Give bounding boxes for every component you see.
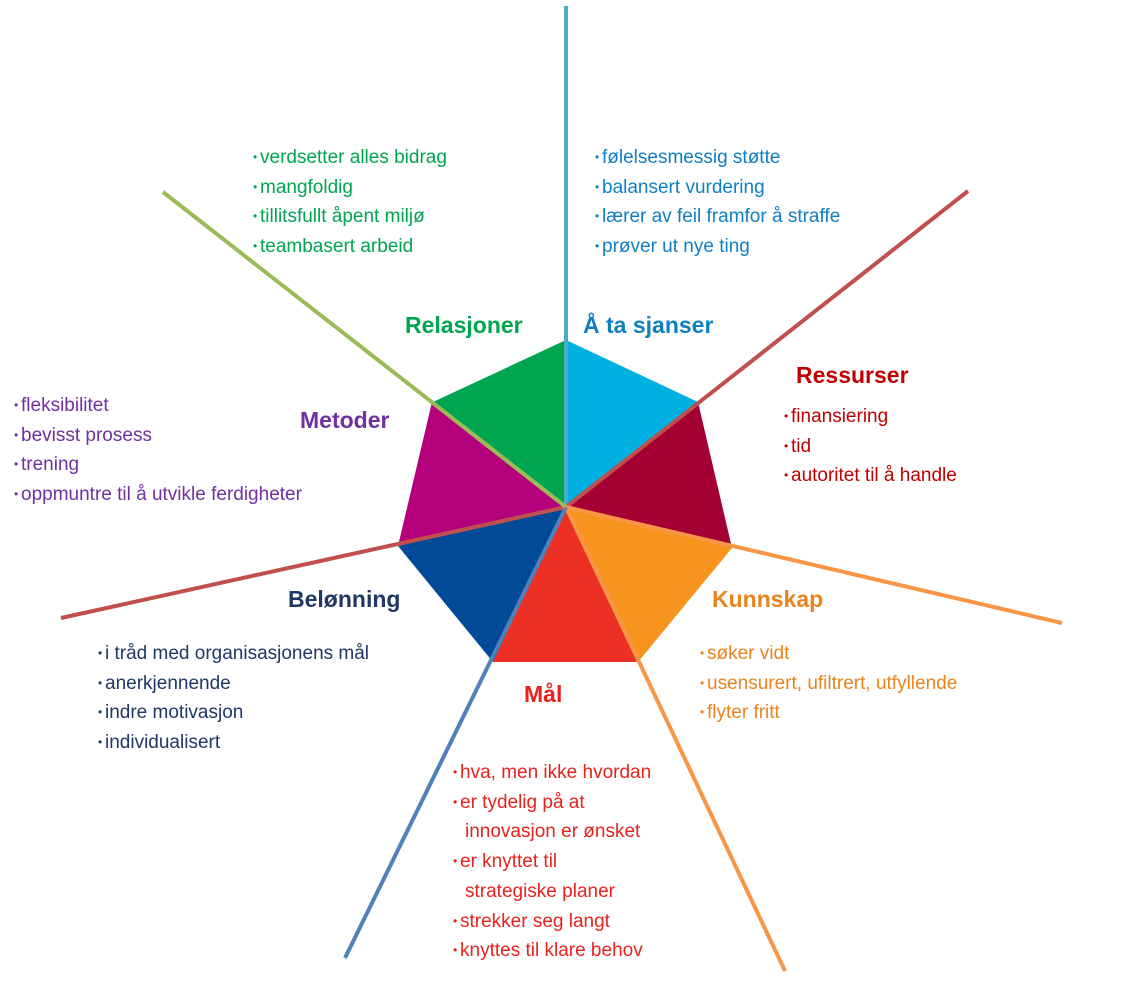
list-item: er knyttet til (453, 847, 651, 877)
wedge-metoder (398, 402, 566, 546)
spoke-mal-belonning (343, 506, 568, 959)
spoke-kunnskap-mal (564, 506, 787, 972)
list-item: teambasert arbeid (253, 232, 447, 262)
list-item: er tydelig på at (453, 788, 651, 818)
list-item: tid (784, 432, 957, 462)
list-a-ta-sjanser: følelsesmessig støtte balansert vurderin… (595, 143, 840, 262)
list-item: individualisert (98, 728, 369, 758)
list-item-continuation: innovasjon er ønsket (465, 821, 641, 843)
list-item: hva, men ikke hvordan (453, 758, 651, 788)
wedge-ressurser (566, 402, 732, 548)
list-item: følelsesmessig støtte (595, 143, 840, 173)
spoke-metoder-relasjoner (161, 190, 568, 509)
list-item: balansert vurdering (595, 173, 840, 203)
wedge-relasjoner (433, 340, 566, 507)
list-item: knyttes til klare behov (453, 936, 651, 966)
title-a-ta-sjanser: Å ta sjanser (583, 312, 714, 338)
title-kunnskap: Kunnskap (712, 586, 824, 612)
list-item: oppmuntre til å utvikle ferdigheter (14, 480, 302, 510)
wedge-mal (493, 507, 638, 662)
list-belonning: i tråd med organisasjonens mål anerkjenn… (98, 639, 369, 758)
spoke-a-ta-sjanser-ressurser (564, 189, 970, 509)
list-item: strekker seg langt (453, 907, 651, 937)
list-item: autoritet til å handle (784, 461, 957, 491)
list-relasjoner: verdsetter alles bidrag mangfoldig tilli… (253, 143, 447, 262)
list-item: anerkjennende (98, 669, 369, 699)
list-item: usensurert, ufiltrert, utfyllende (700, 669, 957, 699)
list-item: finansiering (784, 402, 957, 432)
list-kunnskap: søker vidt usensurert, ufiltrert, utfyll… (700, 639, 957, 728)
list-item: i tråd med organisasjonens mål (98, 639, 369, 669)
list-item: bevisst prosess (14, 421, 302, 451)
list-item: tillitsfullt åpent miljø (253, 202, 447, 232)
list-item: indre motivasjon (98, 698, 369, 728)
list-ressurser: finansiering tid autoritet til å handle (784, 402, 957, 491)
list-item: trening (14, 450, 302, 480)
spoke-ressurser-kunnskap (565, 505, 1063, 625)
spoke-belonning-metoder (60, 505, 567, 620)
list-metoder: fleksibilitet bevisst prosess trening op… (14, 391, 302, 510)
list-mal: hva, men ikke hvordan er tydelig på at i… (453, 758, 651, 966)
list-item: lærer av feil framfor å straffe (595, 202, 840, 232)
list-item: verdsetter alles bidrag (253, 143, 447, 173)
list-item: prøver ut nye ting (595, 232, 840, 262)
title-ressurser: Ressurser (796, 362, 909, 388)
wedge-a-ta-sjanser (566, 340, 698, 507)
title-belonning: Belønning (288, 586, 401, 612)
list-item: fleksibilitet (14, 391, 302, 421)
title-relasjoner: Relasjoner (405, 312, 523, 338)
list-item: flyter fritt (700, 698, 957, 728)
title-mal: Mål (524, 681, 563, 707)
list-item: søker vidt (700, 639, 957, 669)
wedge-belonning (398, 507, 566, 662)
title-metoder: Metoder (300, 407, 390, 433)
wedge-kunnskap (566, 507, 732, 662)
list-item: mangfoldig (253, 173, 447, 203)
list-item-continuation: strategiske planer (465, 880, 615, 902)
